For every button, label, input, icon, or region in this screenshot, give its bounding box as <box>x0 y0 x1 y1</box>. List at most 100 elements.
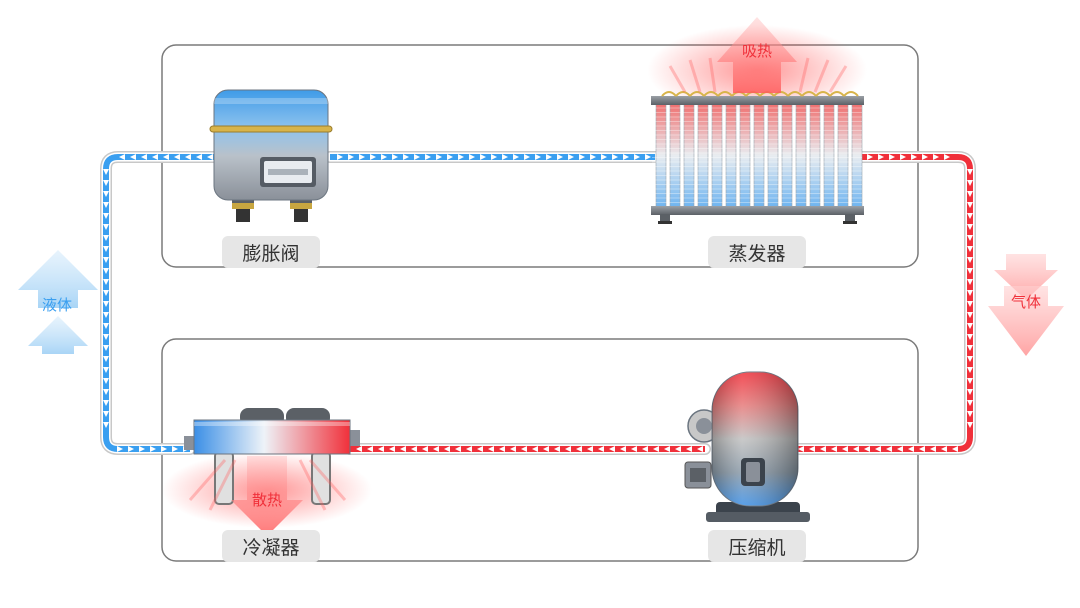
flow-chevron <box>620 446 626 452</box>
flow-chevron <box>864 446 870 452</box>
evaporator-fin <box>767 103 779 208</box>
flow-chevron <box>911 154 917 160</box>
flow-chevron <box>207 154 213 160</box>
evaporator-coil <box>675 91 691 97</box>
flow-chevron <box>141 154 147 160</box>
flow-chevron <box>967 235 973 241</box>
flow-chevron <box>853 446 859 452</box>
flow-chevron <box>967 378 973 384</box>
flow-chevron <box>645 154 651 160</box>
flow-chevron <box>185 154 191 160</box>
evaporator-fin <box>655 103 667 208</box>
flow-chevron <box>414 154 420 160</box>
flow-chevron <box>967 169 973 175</box>
flow-chevron <box>103 290 109 296</box>
flow-chevron <box>378 446 384 452</box>
absorb-heat-arrow <box>668 17 848 93</box>
flow-direction-arrows <box>103 154 973 452</box>
flow-chevron <box>579 154 585 160</box>
expansion-valve <box>209 89 333 222</box>
flow-chevron <box>348 154 354 160</box>
evaporator-fin <box>669 103 681 208</box>
evaporator-fin <box>809 103 821 208</box>
flow-chevron <box>103 345 109 351</box>
flow-chevron <box>499 446 505 452</box>
compressor-label: 压缩机 <box>728 537 785 559</box>
flow-chevron <box>488 446 494 452</box>
flow-chevron <box>103 312 109 318</box>
flow-chevron <box>444 446 450 452</box>
flow-chevron <box>524 154 530 160</box>
flow-chevron <box>196 154 202 160</box>
flow-chevron <box>664 446 670 452</box>
compressor-tab: 压缩机 <box>708 530 806 562</box>
evaporator-coil <box>661 91 677 97</box>
flow-chevron <box>130 154 136 160</box>
flow-chevron <box>933 154 939 160</box>
evaporator-coil <box>801 91 817 97</box>
flow-chevron <box>103 202 109 208</box>
flow-chevron <box>370 154 376 160</box>
flow-chevron <box>900 154 906 160</box>
evaporator-fin <box>795 103 807 208</box>
flow-chevron <box>967 246 973 252</box>
flow-chevron <box>587 446 593 452</box>
flow-chevron <box>103 400 109 406</box>
flow-chevron <box>103 246 109 252</box>
flow-chevron <box>103 411 109 417</box>
flow-chevron <box>967 389 973 395</box>
flow-chevron <box>967 400 973 406</box>
flow-chevron <box>875 446 881 452</box>
flow-chevron <box>458 154 464 160</box>
flow-chevron <box>967 323 973 329</box>
flow-chevron <box>389 446 395 452</box>
evaporator-coil <box>829 91 845 97</box>
flow-chevron <box>631 446 637 452</box>
flow-chevron <box>867 154 873 160</box>
flow-chevron <box>491 154 497 160</box>
flow-chevron <box>944 154 950 160</box>
release-heat-arrow <box>188 456 347 536</box>
flow-chevron <box>967 356 973 362</box>
flow-chevron <box>103 389 109 395</box>
evaporator-fin <box>697 103 709 208</box>
flow-chevron <box>367 446 373 452</box>
flow-chevron <box>922 154 928 160</box>
flow-chevron <box>967 345 973 351</box>
evaporator-fin <box>823 103 835 208</box>
cold-pipe <box>103 154 655 452</box>
flow-chevron <box>634 154 640 160</box>
flow-chevron <box>436 154 442 160</box>
evaporator-tab: 蒸发器 <box>708 236 806 268</box>
flow-chevron <box>967 202 973 208</box>
condenser <box>162 408 372 528</box>
flow-chevron <box>598 446 604 452</box>
flow-chevron <box>576 446 582 452</box>
flow-chevron <box>103 334 109 340</box>
flow-chevron <box>103 257 109 263</box>
flow-chevron <box>952 446 958 452</box>
flow-chevron <box>967 180 973 186</box>
flow-chevron <box>532 446 538 452</box>
flow-chevron <box>543 446 549 452</box>
flow-chevron <box>930 446 936 452</box>
flow-chevron <box>103 268 109 274</box>
flow-chevron <box>967 334 973 340</box>
flow-chevron <box>878 154 884 160</box>
flow-chevron <box>103 235 109 241</box>
flow-chevron <box>103 213 109 219</box>
flow-chevron <box>392 154 398 160</box>
flow-chevron <box>889 154 895 160</box>
expansion-valve-label: 膨胀阀 <box>242 243 299 265</box>
flow-chevron <box>967 213 973 219</box>
flow-chevron <box>433 446 439 452</box>
flow-chevron <box>686 446 692 452</box>
flow-chevron <box>809 446 815 452</box>
flow-chevron <box>466 446 472 452</box>
flow-chevron <box>554 446 560 452</box>
flow-chevron <box>152 154 158 160</box>
flow-chevron <box>510 446 516 452</box>
evaporator-fin <box>753 103 765 208</box>
evaporator-coil <box>815 91 831 97</box>
